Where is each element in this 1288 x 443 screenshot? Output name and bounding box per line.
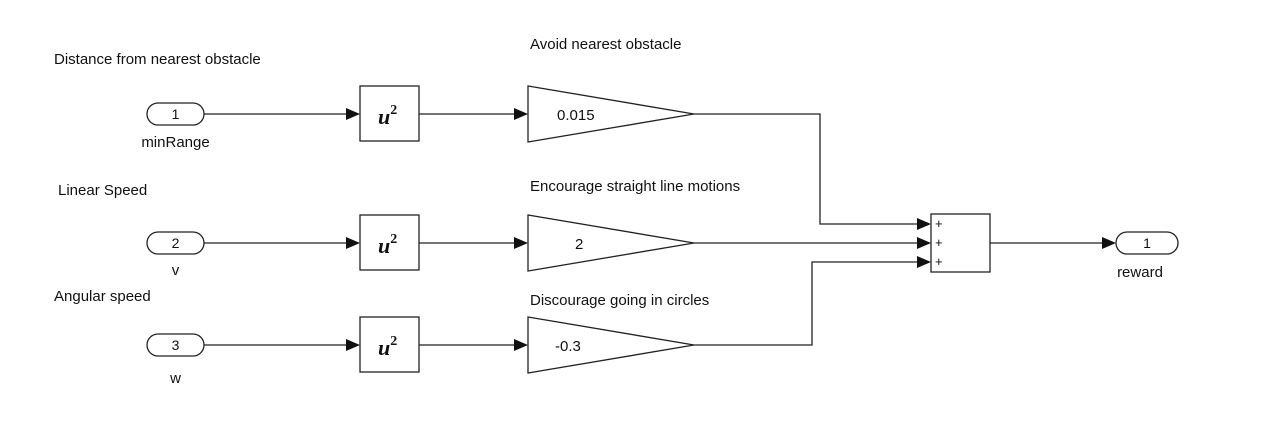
gain-block-2[interactable]: 2 [527, 214, 695, 272]
inport-1-number: 1 [172, 106, 180, 122]
arrowhead [514, 108, 528, 120]
gain-3-description: Discourage going in circles [530, 292, 709, 309]
inport-1-name: minRange [141, 134, 209, 151]
inport-1[interactable]: 1 [146, 102, 205, 126]
arrowhead [1102, 237, 1116, 249]
inport-3[interactable]: 3 [146, 333, 205, 357]
input-3-description: Angular speed [54, 288, 151, 305]
gain-2-description: Encourage straight line motions [530, 178, 740, 195]
gain-block-1[interactable]: 0.015 [527, 85, 695, 143]
sum-sign-3: + [935, 254, 943, 269]
arrowhead [514, 339, 528, 351]
wire-gain3-sum [694, 261, 919, 346]
inport-2-name: v [172, 262, 180, 279]
inport-3-name: w [169, 370, 181, 387]
gain-3-value: -0.3 [555, 338, 581, 355]
outport-1-number: 1 [1143, 235, 1151, 251]
gain-1-description: Avoid nearest obstacle [530, 36, 682, 53]
arrowhead [917, 237, 931, 249]
outport-1[interactable]: 1 [1115, 231, 1179, 255]
square-block-3[interactable]: u2 [359, 316, 420, 373]
gain-2-value: 2 [575, 236, 583, 253]
square-block-2-label: u2 [378, 232, 397, 258]
arrowhead [514, 237, 528, 249]
inport-2[interactable]: 2 [146, 231, 205, 255]
wire-gain1-sum [694, 113, 919, 225]
inport-3-number: 3 [172, 337, 180, 353]
sum-sign-1: + [935, 216, 943, 231]
arrowhead [917, 218, 931, 230]
arrowhead [346, 108, 360, 120]
sum-sign-2: + [935, 235, 943, 250]
square-block-2[interactable]: u2 [359, 214, 420, 271]
arrowhead [346, 237, 360, 249]
square-block-1[interactable]: u2 [359, 85, 420, 142]
sum-block[interactable]: + + + [930, 213, 991, 273]
gain-block-3[interactable]: -0.3 [527, 316, 695, 374]
input-1-description: Distance from nearest obstacle [54, 51, 261, 68]
arrowhead [917, 256, 931, 268]
square-block-1-label: u2 [378, 103, 397, 129]
arrowhead [346, 339, 360, 351]
inport-2-number: 2 [172, 235, 180, 251]
input-2-description: Linear Speed [58, 182, 147, 199]
outport-1-name: reward [1117, 264, 1163, 281]
square-block-3-label: u2 [378, 334, 397, 360]
gain-1-value: 0.015 [557, 107, 595, 124]
